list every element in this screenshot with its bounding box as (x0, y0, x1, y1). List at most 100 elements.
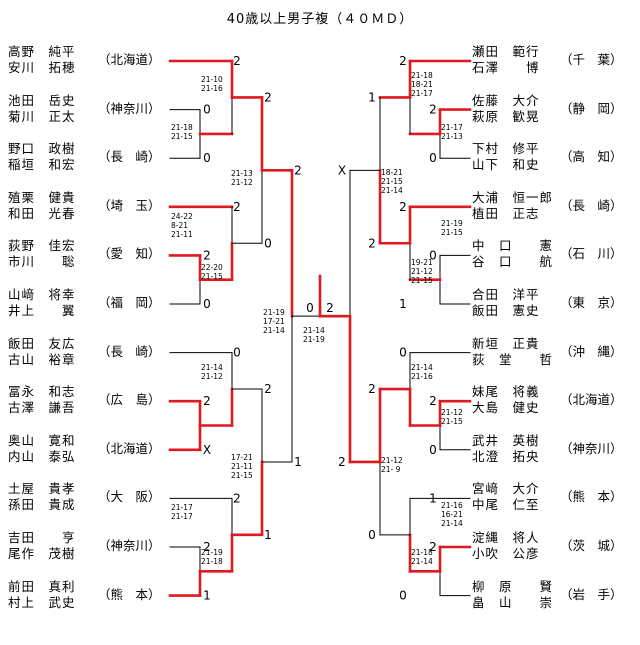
match-score: 0 (203, 103, 211, 117)
right-player-name: 中尾 仁至 (472, 497, 540, 513)
game-score: 21-10 (201, 75, 223, 84)
left-player-name: 殖栗 健貴 (8, 189, 76, 205)
right-prefecture: （北海道） (560, 392, 623, 408)
right-player-name: 淀縄 将人 (472, 530, 540, 545)
right-player-name: 山下 和史 (472, 157, 540, 173)
match-score: 1 (264, 528, 272, 542)
left-prefecture: （福 岡） (98, 295, 161, 310)
game-score: 21-11 (231, 462, 253, 471)
right-prefecture: （高 知） (560, 149, 623, 165)
match-score: 2 (233, 491, 241, 505)
right-prefecture: （石 川） (560, 246, 623, 262)
match-score: 0 (429, 248, 437, 262)
left-player-name: 奥山 寛和 (8, 432, 76, 448)
match-score: 2 (399, 54, 407, 68)
match-score: 2 (338, 455, 346, 469)
left-prefecture: （長 崎） (98, 149, 161, 165)
game-score: 21-12 (411, 267, 433, 276)
right-player-name: 大浦 恒一郎 (472, 189, 554, 205)
left-player-name: 和田 光春 (8, 205, 76, 221)
right-player-name: 小吹 公彦 (472, 546, 540, 561)
left-player-name: 山﨑 将幸 (8, 287, 76, 302)
right-player-name: 石澤 博 (472, 60, 540, 75)
right-prefecture: （長 崎） (560, 197, 623, 213)
right-player-name: 萩原 歓晃 (472, 108, 540, 124)
right-prefecture: （沖 縄） (560, 343, 623, 359)
left-prefecture: （愛 知） (98, 246, 161, 262)
left-prefecture: （神奈川） (98, 100, 161, 116)
right-player-name: 北澄 拓央 (472, 448, 540, 464)
right-player-name: 柳 原 賢 (472, 578, 554, 594)
game-score: 21-14 (411, 363, 433, 372)
match-score: 0 (429, 443, 437, 457)
game-score: 21-11 (171, 230, 193, 239)
right-player-name: 植田 正志 (472, 205, 540, 221)
left-player-name: 市川 聡 (8, 254, 76, 270)
left-player-name: 吉田 亨 (8, 530, 76, 545)
right-player-name: 大島 健史 (472, 400, 540, 416)
game-score: 21-19 (441, 219, 463, 228)
game-score: 21-15 (201, 272, 223, 281)
match-score: 2 (233, 54, 241, 68)
match-score: 2 (399, 200, 407, 214)
right-player-name: 下村 修平 (472, 141, 540, 157)
game-score: 21-18 (411, 71, 433, 80)
left-prefecture: （神奈川） (98, 538, 161, 553)
right-player-name: 瀬田 範行 (472, 44, 540, 59)
match-score: 0 (399, 589, 407, 603)
match-score: 0 (203, 297, 211, 311)
match-score: 2 (203, 394, 211, 408)
game-score: 21-14 (411, 557, 433, 566)
game-score: 21-15 (171, 132, 193, 141)
right-prefecture: （静 岡） (560, 100, 623, 116)
match-score: 2 (429, 540, 437, 554)
left-player-name: 孫田 貴成 (8, 497, 76, 513)
left-prefecture: （広 島） (98, 392, 161, 408)
match-score: 2 (203, 248, 211, 262)
match-score: 2 (326, 301, 334, 315)
game-score: 24-22 (171, 212, 193, 221)
match-score: 2 (203, 540, 211, 554)
right-prefecture: （茨 城） (560, 538, 623, 553)
match-score: 2 (264, 382, 272, 396)
right-player-name: 飯田 憲史 (472, 303, 540, 318)
page-title: 40歳以上男子複（４０ＭＤ） (226, 12, 414, 27)
right-player-name: 武井 英樹 (472, 432, 540, 448)
left-player-name: 村上 武史 (8, 594, 76, 610)
game-score: 21-14 (201, 363, 223, 372)
game-score: 21-14 (381, 186, 403, 195)
match-score: 1 (368, 90, 376, 104)
left-prefecture: （埼 玉） (98, 197, 161, 213)
left-prefecture: （北海道） (98, 440, 161, 456)
game-score: 21-17 (441, 123, 463, 132)
game-score: 21-14 (441, 519, 463, 528)
left-player-name: 池田 岳史 (8, 92, 76, 108)
left-prefecture: （長 崎） (98, 343, 161, 359)
match-score: 2 (294, 163, 302, 177)
game-score: 21-14 (263, 326, 285, 335)
left-player-name: 井上 翼 (8, 303, 76, 318)
match-score: 0 (203, 151, 211, 165)
game-score: 21-12 (231, 178, 253, 187)
match-score: 0 (233, 346, 241, 360)
left-player-name: 飯田 友広 (8, 335, 76, 351)
match-score: 2 (368, 382, 376, 396)
left-player-name: 荻野 佳宏 (8, 238, 76, 254)
game-score: 21-17 (411, 89, 433, 98)
right-player-name: 合田 洋平 (472, 287, 540, 302)
match-score: 2 (429, 103, 437, 117)
left-player-name: 土屋 貴孝 (8, 481, 76, 497)
game-score: 21-18 (411, 548, 433, 557)
right-prefecture: （神奈川） (560, 440, 623, 456)
right-prefecture: （岩 手） (560, 586, 623, 602)
right-player-name: 中 口 憲 (472, 238, 554, 254)
game-score: 21-15 (441, 228, 463, 237)
right-player-name: 谷 口 航 (472, 254, 554, 270)
left-player-name: 冨永 和志 (8, 384, 76, 400)
match-score: 0 (306, 301, 314, 315)
game-score: 21-13 (231, 169, 253, 178)
match-score: 0 (429, 151, 437, 165)
game-score: 16-21 (441, 510, 463, 519)
game-score: 21-17 (171, 512, 193, 521)
